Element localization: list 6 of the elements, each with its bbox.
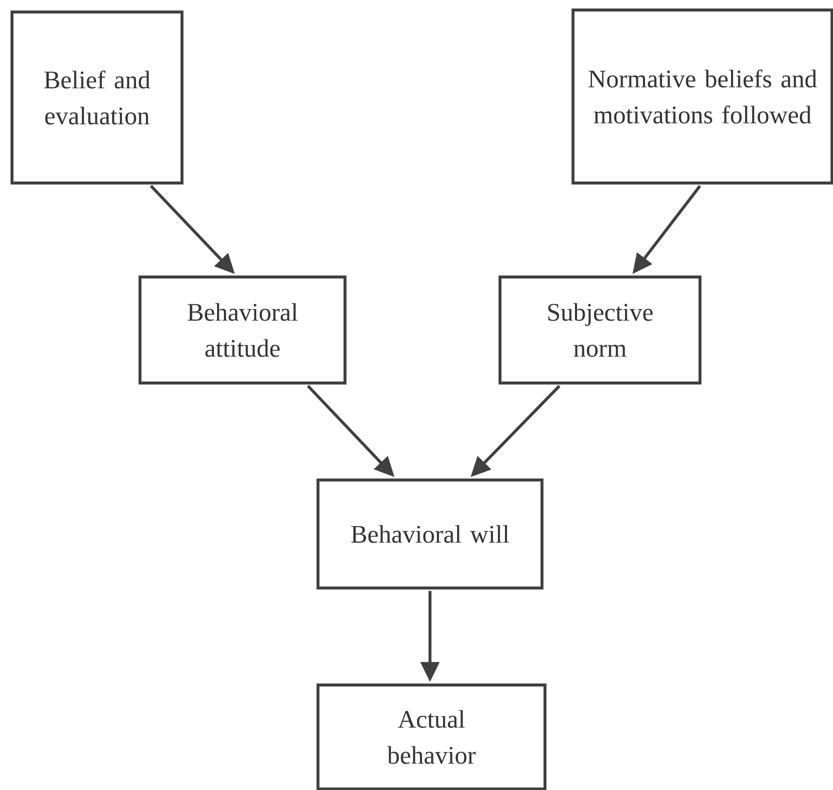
process-box: Behavioral attitude [138,276,346,384]
process-box: Subjective norm [498,276,702,384]
process-box: Behavioral will [316,478,544,590]
process-box: Belief and evaluation [10,10,184,184]
process-box: Normative beliefs and motivations followed [572,8,833,184]
process-box: Actual behavior [316,684,546,790]
